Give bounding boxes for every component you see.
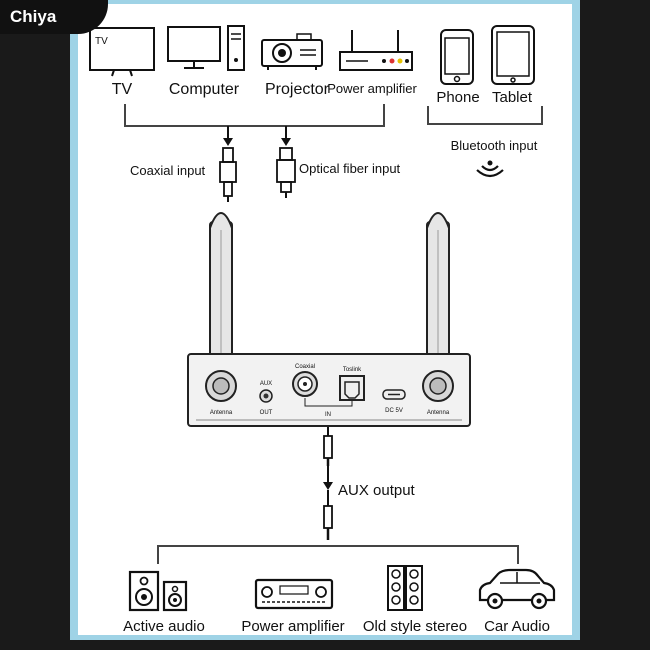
aux-port-label: AUX — [260, 381, 272, 387]
optical-plug-icon — [276, 147, 296, 198]
in-bracket — [304, 398, 353, 407]
left-antenna-socket-icon — [205, 370, 237, 402]
power-amplifier-output-icon — [254, 578, 334, 610]
mobile-group-bracket — [427, 106, 543, 125]
aux-output-label: AUX output — [338, 482, 416, 499]
power-amplifier-source-icon — [339, 30, 413, 71]
tv-screen-text: TV — [95, 36, 108, 47]
optical-input-label: Optical fiber input — [299, 161, 401, 176]
coaxial-port-icon — [292, 371, 318, 397]
tablet-label: Tablet — [492, 89, 533, 106]
aux-arrow-head — [323, 482, 333, 490]
car-audio-label: Car Audio — [484, 618, 550, 635]
dc-port-icon — [382, 389, 406, 400]
antenna-left-label: Antenna — [210, 410, 233, 416]
power-amplifier-output-label: Power amplifier — [241, 618, 344, 635]
computer-icon — [167, 25, 245, 71]
receiver-device-body — [187, 353, 471, 427]
car-icon — [478, 568, 556, 610]
output-group-bracket — [157, 545, 519, 564]
aux-port-icon — [259, 389, 273, 403]
toslink-port-icon — [339, 375, 365, 401]
dc-port-label: DC 5V — [385, 408, 403, 414]
phone-icon — [440, 29, 474, 85]
coaxial-port-label: Coaxial — [295, 364, 315, 370]
power-amplifier-source-label: Power amplifier — [327, 81, 417, 96]
projector-label: Projector — [265, 81, 330, 98]
optical-arrow-head — [281, 138, 291, 146]
right-antenna-socket-icon — [422, 370, 454, 402]
coaxial-arrow-head — [223, 138, 233, 146]
active-audio-speakers-icon — [128, 570, 188, 612]
phone-label: Phone — [436, 89, 479, 106]
bluetooth-signal-icon — [476, 160, 504, 178]
active-audio-label: Active audio — [123, 618, 205, 635]
computer-label: Computer — [169, 81, 240, 98]
left-antenna-icon — [209, 212, 233, 378]
tv-label: TV — [112, 81, 133, 98]
coaxial-input-label: Coaxial input — [130, 163, 206, 178]
coaxial-plug-icon — [219, 147, 237, 202]
projector-icon — [261, 33, 323, 70]
bluetooth-input-label: Bluetooth input — [451, 138, 538, 153]
aux-top-plug-icon — [323, 427, 333, 466]
old-style-stereo-label: Old style stereo — [363, 618, 467, 635]
toslink-port-label: Toslink — [343, 367, 362, 373]
source-group-bracket — [124, 104, 385, 127]
in-port-label: IN — [325, 412, 331, 418]
tablet-icon — [491, 25, 535, 85]
old-style-stereo-icon — [387, 565, 423, 611]
out-port-label: OUT — [260, 410, 273, 416]
tv-icon — [89, 27, 155, 77]
diagram-panel — [78, 4, 572, 635]
aux-bottom-plug-icon — [323, 505, 333, 540]
brand-badge: Chiya — [0, 0, 108, 34]
right-antenna-icon — [426, 212, 450, 378]
brand-name: Chiya — [10, 7, 57, 26]
antenna-right-label: Antenna — [427, 410, 450, 416]
